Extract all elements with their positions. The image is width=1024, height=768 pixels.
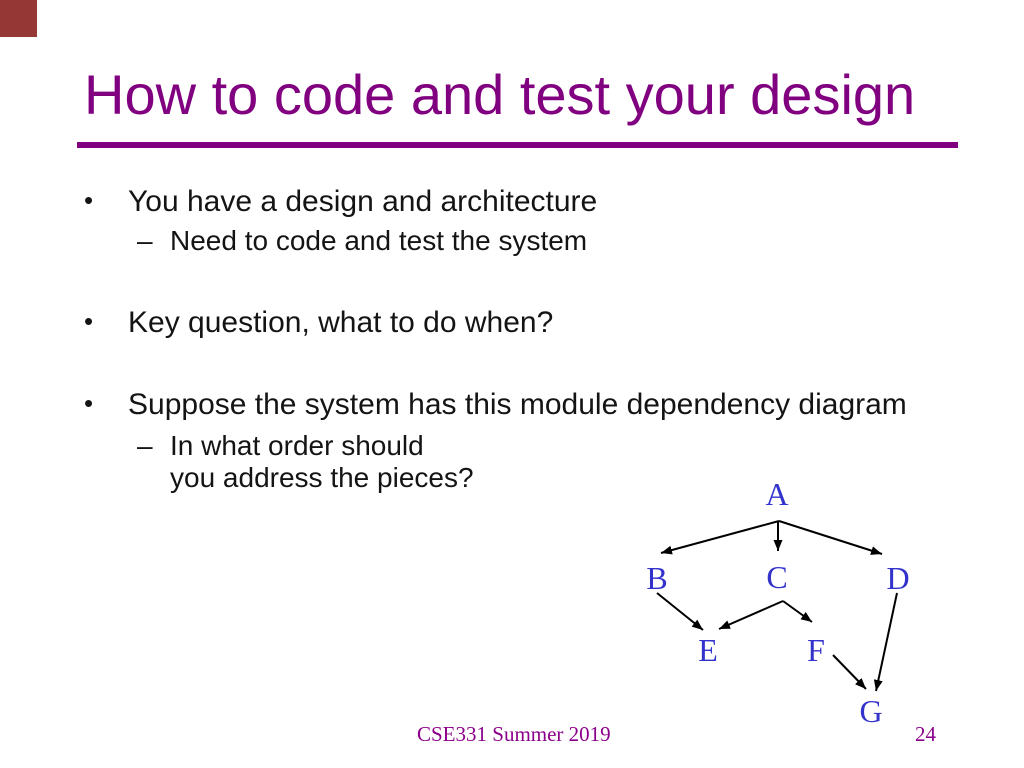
sub-bullet-text: Need to code and test the system [170,225,588,256]
footer-course-label: CSE331 Summer 2019 [417,722,611,746]
diagram-edge-D-G [873,592,898,692]
page-title: How to code and test your design [84,63,916,126]
bullet-dot-icon: • [84,185,94,215]
sub-bullet-line: you address the pieces? [170,462,474,493]
diagram-edge-C-E [718,600,784,630]
diagram-edge-F-G [832,654,867,690]
diagram-node-B: B [646,560,667,596]
bullet-dot-icon: • [84,388,94,418]
page-number: 24 [915,722,936,746]
diagram-node-E: E [698,632,718,668]
diagram-edge-B-E [656,592,704,631]
diagram-node-D: D [886,560,909,596]
diagram-node-C: C [766,559,787,595]
bullet-text: You have a design and architecture [128,185,598,218]
dash-icon: – [137,430,153,461]
bullet-text: Suppose the system has this module depen… [128,388,907,421]
sub-bullet-line: In what order should [170,430,424,461]
title-underline [77,142,958,148]
diagram-edge-C-F [782,600,813,623]
dash-icon: – [137,225,153,256]
diagram-node-F: F [807,632,825,668]
bullet-dot-icon: • [84,306,94,336]
diagram-edge-A-B [660,520,780,555]
diagram-node-G: G [859,693,882,729]
diagram-edge-A-D [778,520,883,555]
corner-marker [0,0,37,37]
bullet-text: Key question, what to do when? [128,306,554,339]
diagram-node-A: A [765,476,788,512]
sub-bullet-text: In what order should you address the pie… [170,430,474,494]
